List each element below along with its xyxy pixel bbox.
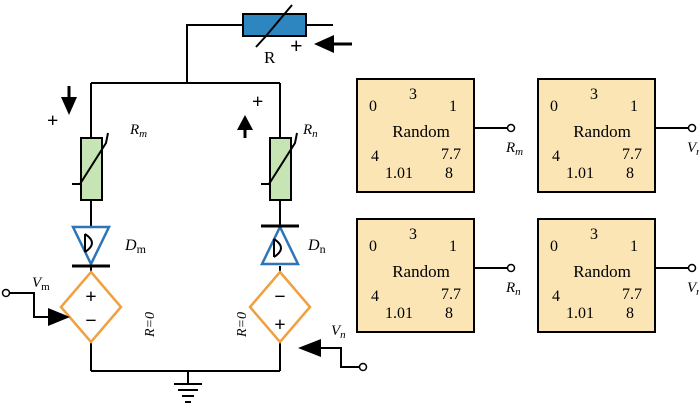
output-terminal (687, 123, 697, 133)
r-zero-left-label: R=0 (143, 312, 158, 338)
output-terminal (506, 263, 516, 273)
block-value-top-right: 1 (630, 238, 638, 255)
rn-label: Rn (302, 122, 318, 140)
block-frame (356, 218, 475, 333)
top-resistor-r: R (242, 4, 307, 67)
rn-arrow-icon (237, 115, 253, 138)
block-value-middle-left: 4 (371, 288, 379, 305)
block-value-bottom-left: 1.01 (566, 165, 594, 182)
block-value-top-left: 0 (369, 238, 377, 255)
rm-arrow-icon (61, 86, 77, 115)
block-frame (537, 218, 656, 333)
block-value-bottom-right: 8 (445, 165, 453, 182)
source-left-bottom-sign: − (85, 310, 96, 332)
block-title: Random (392, 122, 450, 141)
block-output-label: Rn (505, 280, 521, 298)
ground-symbol (174, 383, 202, 403)
rm-label: Rm (129, 122, 147, 140)
block-value-top-right: 1 (630, 98, 638, 115)
block-value-top-right: 1 (449, 238, 457, 255)
block-title: Random (573, 262, 631, 281)
block-value-middle-right: 7.7 (622, 286, 642, 303)
controlled-source-left: + − (59, 270, 123, 344)
rn-plus-sign: + (252, 91, 263, 113)
block-value-middle-right: 7.7 (622, 146, 642, 163)
block-value-bottom-left: 1.01 (385, 305, 413, 322)
controlled-source-right: − + (248, 270, 312, 344)
block-title: Random (392, 262, 450, 281)
block-value-top-left: 0 (550, 98, 558, 115)
source-right-top-sign: − (274, 286, 285, 308)
vn-label: Vn (331, 323, 346, 341)
top-resistor-label: R (264, 48, 276, 67)
block-value-bottom-left: 1.01 (566, 305, 594, 322)
block-value-middle-right: 7.7 (441, 286, 461, 303)
block-value-bottom-right: 8 (445, 305, 453, 322)
block-value-middle-left: 4 (552, 288, 560, 305)
block-frame (537, 78, 656, 193)
block-value-middle-left: 4 (552, 148, 560, 165)
block-output-label: Rm (505, 140, 523, 158)
wiring (90, 24, 333, 384)
dm-label: Dm (124, 237, 147, 256)
varistor-rm (72, 132, 109, 201)
block-value-middle-right: 7.7 (441, 146, 461, 163)
output-terminal (506, 123, 516, 133)
source-right-bottom-sign: + (274, 314, 285, 336)
block-output-label: Vn (687, 280, 699, 298)
dn-label: Dn (307, 237, 326, 256)
block-value-top-middle: 3 (409, 86, 417, 103)
r-zero-right-label: R=0 (235, 312, 250, 338)
varistor-rn (261, 132, 298, 201)
block-title: Random (573, 122, 631, 141)
block-frame (356, 78, 475, 193)
block-value-bottom-right: 8 (626, 305, 634, 322)
block-value-top-left: 0 (369, 98, 377, 115)
block-output-label: Vm (687, 140, 699, 158)
block-value-top-middle: 3 (590, 226, 598, 243)
source-left-top-sign: + (85, 286, 96, 308)
top-arrow-icon (314, 35, 352, 53)
block-value-top-middle: 3 (409, 226, 417, 243)
vm-input-terminal (1, 288, 70, 326)
diode-dn (260, 224, 300, 266)
diode-dm (71, 225, 111, 268)
output-terminal (687, 263, 697, 273)
block-value-top-left: 0 (550, 238, 558, 255)
rm-plus-sign: + (47, 110, 58, 132)
random-blocks: 031Random47.71.018Rm031Random47.71.018Vm… (356, 78, 699, 333)
vm-label: Vm (32, 275, 50, 293)
vn-input-terminal (298, 339, 368, 372)
block-value-bottom-right: 8 (626, 165, 634, 182)
block-value-middle-left: 4 (371, 148, 379, 165)
block-value-top-right: 1 (449, 98, 457, 115)
top-plus-sign: + (290, 33, 303, 58)
block-value-top-middle: 3 (590, 86, 598, 103)
block-value-bottom-left: 1.01 (385, 165, 413, 182)
